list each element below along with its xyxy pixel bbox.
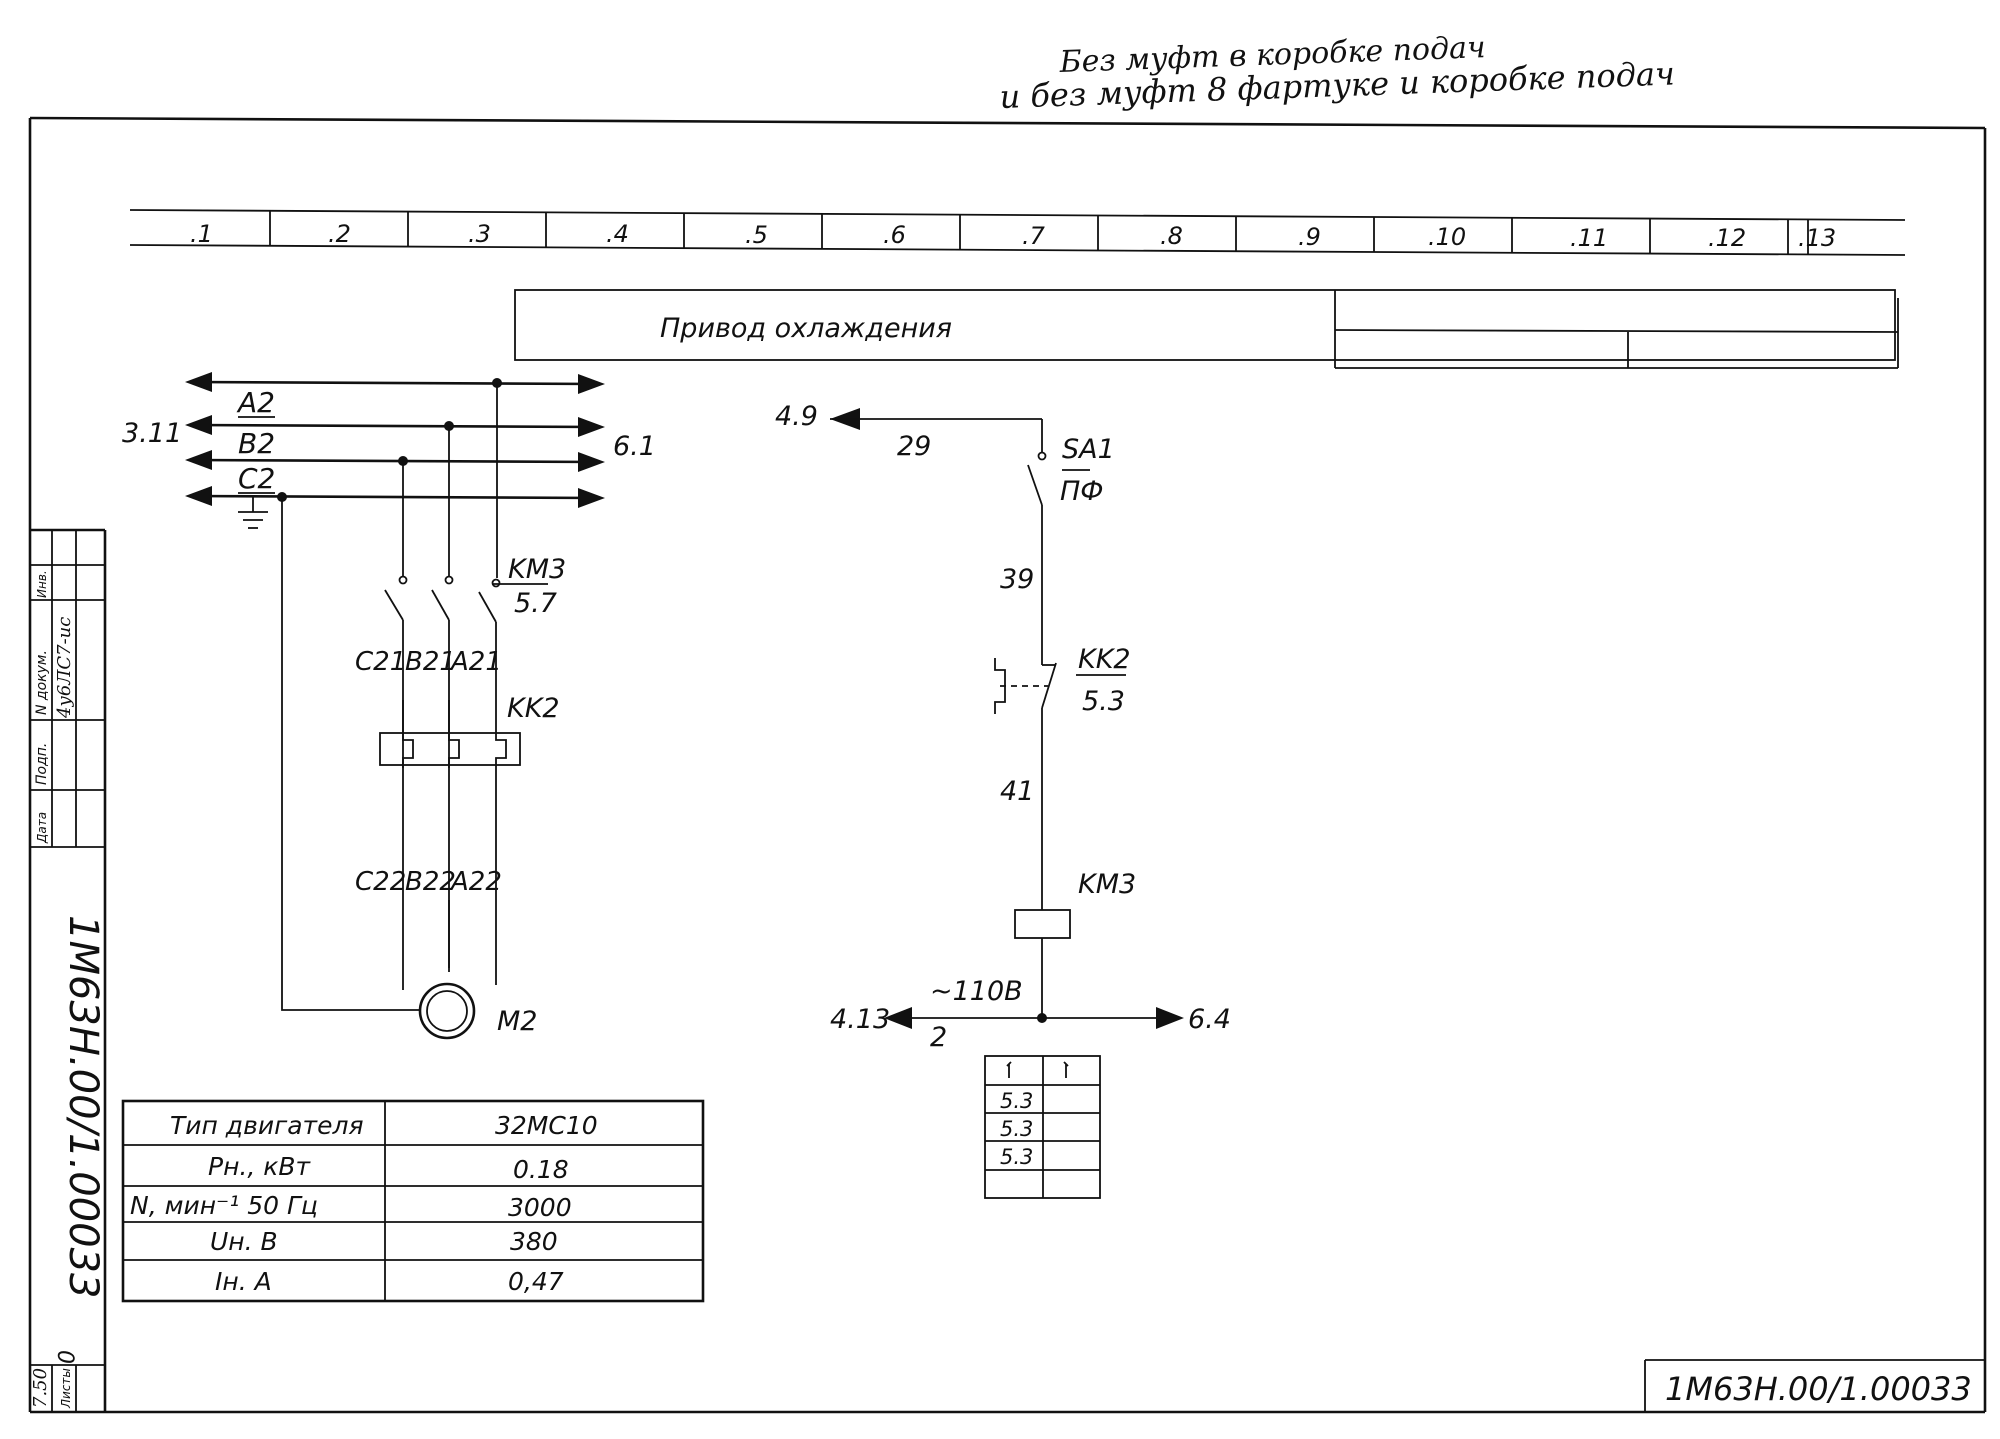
junction-dot [1037, 1013, 1047, 1023]
zone-label: .7 [1022, 222, 1046, 250]
switch-sa1-label: SA1 [1062, 434, 1115, 465]
zone-ruler: .1 .2 .3 .4 .5 .6 .7 .8 .9 .10 .11 .12 .… [129, 209, 1906, 256]
stamp-cell-label: Дата [35, 812, 49, 844]
title-text: Привод охлаждения [660, 313, 952, 344]
power-circuit: A2 B2 C2 3.11 6.1 KM3 [122, 372, 656, 1040]
contactor-km3-contacts [384, 575, 501, 623]
power-right-ref: 6.1 [613, 431, 656, 462]
control-voltage: ~110В [930, 976, 1023, 1007]
zone-label: .8 [1160, 222, 1183, 250]
bus-label-b2: B2 [238, 427, 275, 460]
motor-table-value: 3000 [508, 1193, 572, 1222]
motor-table-label: Uн. В [210, 1227, 278, 1256]
doc-code: 1М63Н.00/1.00033 [1665, 1370, 1972, 1408]
wire-29: 29 [897, 431, 931, 462]
stamp-sheet-label: Листы [59, 1368, 73, 1409]
motor-table-label: N, мин⁻¹ 50 Гц [130, 1191, 318, 1220]
zone-label: .4 [606, 220, 629, 248]
stamp-cell-label: N докум. [34, 650, 50, 715]
stamp-cell-label: Подп. [34, 743, 50, 785]
stamp-sheet-no: 0 [52, 1350, 77, 1364]
coil-km3-icon [1014, 909, 1071, 939]
zone-label: .5 [745, 221, 768, 249]
motor-label: M2 [497, 1006, 537, 1037]
zone-label: .9 [1298, 223, 1321, 251]
zone-label: .3 [468, 220, 491, 248]
relay-kk2-contact-icon [994, 658, 1057, 714]
stamp-handwritten: 4у6ЛС7-ис [54, 617, 75, 719]
wire-2: 2 [930, 1022, 947, 1053]
control-left-ref: 4.13 [830, 1004, 890, 1035]
motor-m2-icon [418, 982, 476, 1040]
zone-label: .12 [1708, 224, 1746, 252]
zone-label: .1 [190, 220, 213, 248]
wire-b22: B22 [405, 867, 456, 897]
motor-table: Тип двигателя 32МС10 Рн., кВт 0.18 N, ми… [121, 1099, 705, 1303]
zone-label: .10 [1428, 223, 1466, 251]
stamp-doc-number: 1М63Н.00/1.00033 [60, 915, 106, 1298]
motor-table-value: 380 [510, 1227, 558, 1256]
relay-kk2-ref: 5.3 [1082, 686, 1125, 717]
bus-label-c2: C2 [238, 462, 275, 495]
contactor-km3-label: KM3 [508, 554, 566, 585]
side-stamp [30, 528, 107, 1412]
zone-label: .13 [1798, 224, 1836, 252]
zone-label: .11 [1570, 224, 1608, 252]
motor-table-label: Iн. А [215, 1267, 272, 1296]
motor-table-label: Рн., кВт [208, 1152, 312, 1181]
switch-sa1-sub: ПФ [1060, 476, 1104, 507]
contact-ref-cell: 5.3 [1000, 1117, 1033, 1141]
ground-icon [238, 496, 268, 529]
wire-a21: A21 [449, 647, 502, 677]
contact-ref-cell: 5.3 [1000, 1145, 1033, 1169]
zone-label: .6 [883, 221, 906, 249]
switch-sa1-icon [1027, 451, 1047, 506]
thermal-relay-label: KK2 [507, 693, 560, 724]
motor-table-value: 0.18 [513, 1155, 569, 1184]
wire-b21: B21 [405, 647, 456, 677]
title-block: Привод охлаждения [514, 289, 1899, 369]
wire-a22: A22 [449, 867, 502, 897]
power-left-ref: 3.11 [122, 418, 182, 449]
relay-kk2-label: KK2 [1078, 644, 1131, 675]
coil-km3-label: KM3 [1078, 869, 1136, 900]
motor-table-value: 0,47 [508, 1267, 564, 1296]
wire-39: 39 [1000, 564, 1034, 595]
motor-table-value: 32МС10 [495, 1111, 598, 1140]
stamp-sheet-code: 7.50 [30, 1368, 51, 1408]
zone-label: .2 [328, 220, 351, 248]
control-right-ref: 6.4 [1188, 1004, 1231, 1035]
contactor-km3-ref: 5.7 [514, 588, 557, 619]
sheet-frame [28, 116, 1987, 1414]
stamp-cell-label: Инв. [35, 570, 49, 598]
control-circuit: 4.9 29 SA1 ПФ 39 KK2 5.3 41 KM3 [775, 401, 1231, 1199]
bus-label-a2: A2 [236, 386, 275, 419]
doc-code-frame [1644, 1359, 1985, 1412]
contact-ref-table [984, 1055, 1101, 1199]
control-top-ref: 4.9 [775, 401, 818, 432]
contact-ref-cell: 5.3 [1000, 1089, 1033, 1113]
thermal-relay-kk2 [379, 700, 521, 768]
wire-41: 41 [1000, 776, 1034, 807]
wire-c21: C21 [355, 647, 406, 677]
wire-c22: C22 [355, 867, 406, 897]
motor-table-label: Тип двигателя [170, 1111, 364, 1140]
